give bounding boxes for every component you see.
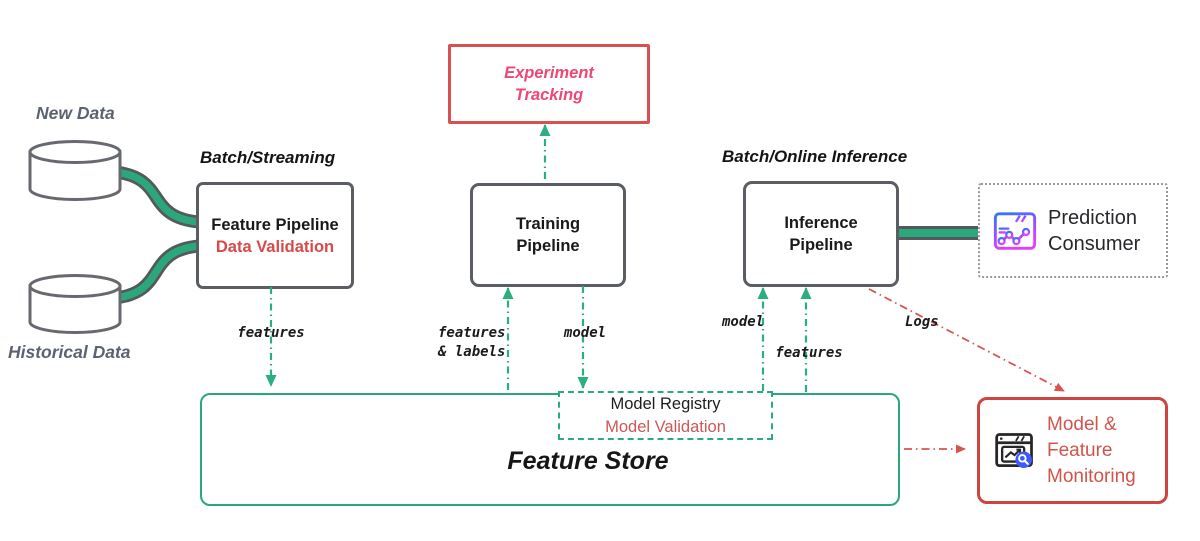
feature-store-title: Feature Store <box>507 447 669 475</box>
monitoring-node: Model & Feature Monitoring <box>977 397 1168 504</box>
experiment-tracking-node: Experiment Tracking <box>448 44 650 124</box>
experiment-tracking-title: Experiment Tracking <box>504 64 594 104</box>
model-registry-node: Model Registry Model Validation <box>558 391 773 440</box>
training-pipeline-title: Training Pipeline <box>515 215 581 255</box>
new-data-label: New Data <box>36 103 115 123</box>
feature-store-node: Feature Store <box>200 393 900 506</box>
edge-label-logs: Logs <box>905 314 939 330</box>
edge-label-model-to-registry: model <box>563 325 607 341</box>
browser-chart-magnifier-icon <box>993 429 1037 473</box>
historical-data-label: Historical Data <box>8 342 131 362</box>
historical-data-database-icon <box>28 274 122 334</box>
model-registry-title: Model Registry <box>610 394 721 413</box>
batch-online-inference-heading: Batch/Online Inference <box>722 147 908 166</box>
edge-label-features-and-labels: features & labels <box>438 325 506 360</box>
edge-label-features-to-inference: features <box>775 345 843 361</box>
new-data-database-icon <box>28 140 122 201</box>
model-validation-label: Model Validation <box>605 417 726 436</box>
training-pipeline-node: Training Pipeline <box>470 183 626 287</box>
feature-pipeline-node: Feature Pipeline Data Validation <box>196 182 354 289</box>
edge-label-model-to-inference: model <box>722 314 765 330</box>
prediction-consumer-node: Prediction Consumer <box>978 183 1168 278</box>
data-validation-label: Data Validation <box>215 237 335 256</box>
pipe-new-data <box>114 165 200 229</box>
feature-pipeline-title: Feature Pipeline <box>211 215 339 234</box>
inference-pipeline-title: Inference Pipeline <box>784 214 858 254</box>
browser-analytics-icon <box>992 208 1038 254</box>
arrow-logs-to-monitoring <box>868 288 1065 392</box>
edge-label-features-feature-pipeline: features <box>237 325 305 341</box>
prediction-consumer-title: Prediction Consumer <box>1048 206 1141 255</box>
inference-pipeline-node: Inference Pipeline <box>743 181 899 287</box>
pipe-historical-data <box>113 239 200 305</box>
batch-streaming-heading: Batch/Streaming <box>200 148 336 167</box>
monitoring-title: Model & Feature Monitoring <box>1047 413 1136 487</box>
